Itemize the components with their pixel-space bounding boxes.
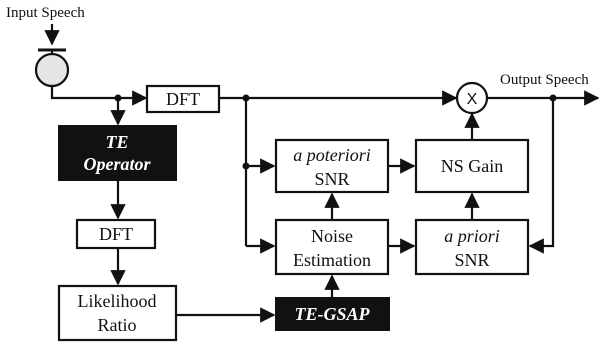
te-gsap-block: [275, 297, 390, 331]
microphone-icon: [34, 48, 70, 88]
input-speech-label: Input Speech: [6, 5, 85, 21]
ns-gain-block: [414, 138, 530, 194]
dft-top-label: DFT: [166, 89, 200, 109]
dft-left-block: [75, 218, 157, 250]
wire-output-feedback-to-a-priori: [528, 98, 555, 254]
te-operator-label-line1: TE: [105, 132, 128, 152]
te-operator-block: [58, 125, 177, 181]
noise-estimation-label-line1: Noise: [311, 226, 353, 246]
likelihood-ratio-block: [57, 284, 178, 342]
output-speech-label: Output Speech: [500, 72, 589, 88]
dft-left-label: DFT: [99, 224, 133, 244]
noise-estimation-label-line2: Estimation: [293, 250, 371, 270]
te-operator-label-line2: Operator: [84, 154, 152, 174]
te-gsap-label: TE-GSAP: [294, 304, 370, 324]
dft-top-block: [145, 84, 221, 114]
likelihood-ratio-label-line2: Ratio: [98, 315, 137, 335]
a-posteriori-label-line2: SNR: [314, 169, 349, 189]
a-priori-label-line2: SNR: [454, 250, 489, 270]
a-posteriori-label-line1: a poteriori: [293, 145, 371, 165]
likelihood-ratio-label-line1: Likelihood: [78, 291, 157, 311]
a-priori-label-line1: a priori: [444, 226, 500, 246]
multiplier-node: [455, 81, 489, 115]
wire-mic-to-dft: [50, 86, 148, 106]
ns-gain-label: NS Gain: [441, 156, 504, 176]
multiplier-symbol: X: [467, 91, 478, 108]
